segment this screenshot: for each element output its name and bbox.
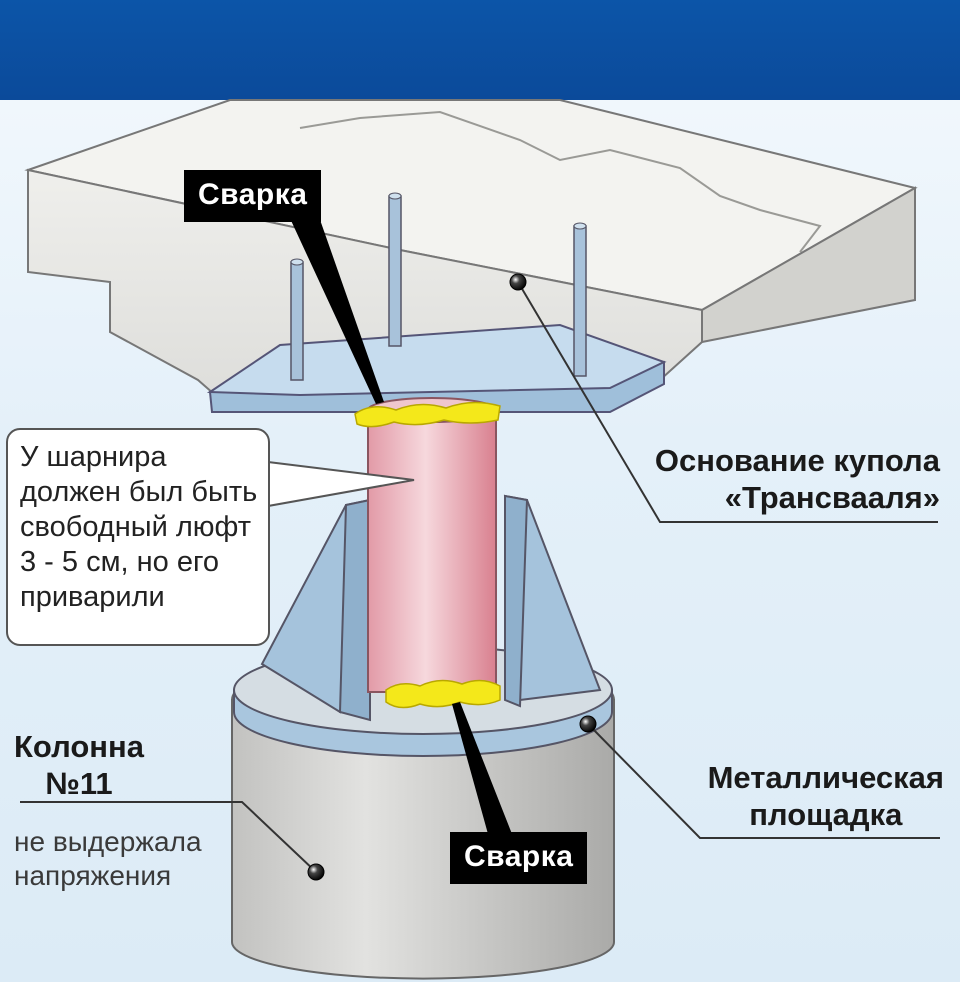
column-title: Колонна №11 bbox=[14, 729, 144, 802]
callout-line-4: 3 - 5 см, но его bbox=[20, 546, 220, 579]
anchor-rod bbox=[573, 225, 587, 377]
dome-base-leader bbox=[517, 281, 938, 523]
fin-right-edge bbox=[504, 494, 529, 708]
top-bar bbox=[0, 0, 960, 100]
gusset-fins bbox=[260, 494, 602, 722]
dome-base-marker-dot bbox=[509, 273, 527, 291]
weld-top-tag: Сварка bbox=[184, 170, 322, 222]
dome-base-label-line2: «Трансвааля» bbox=[724, 479, 940, 515]
metal-platform-marker-dot bbox=[579, 715, 597, 733]
metal-platform-label: Металлическая площадка bbox=[708, 760, 944, 833]
anchor-rod bbox=[388, 195, 402, 347]
fin-left-edge bbox=[338, 498, 371, 722]
column-note: не выдержала напряжения bbox=[14, 825, 202, 892]
anchor-rods bbox=[290, 192, 587, 381]
weld-top-pointer bbox=[288, 214, 384, 404]
callout-line-5: приварили bbox=[20, 581, 165, 614]
anchor-rod bbox=[290, 261, 304, 381]
leader-lines bbox=[20, 214, 940, 873]
hinge-callout: У шарнира должен был быть свободный люфт… bbox=[6, 428, 270, 646]
weld-bottom-pointer bbox=[452, 702, 512, 834]
column-note-line2: напряжения bbox=[14, 859, 172, 891]
slab-side-face bbox=[701, 186, 916, 344]
callout-line-3: свободный люфт bbox=[20, 511, 252, 544]
metal-platform-label-line1: Металлическая bbox=[707, 760, 944, 795]
weld-bottom-seam bbox=[385, 679, 501, 709]
callout-line-2: должен был быть bbox=[20, 476, 258, 509]
metal-platform-leader bbox=[587, 723, 940, 839]
callout-line-1: У шарнира bbox=[20, 441, 167, 473]
slab-broken-edge bbox=[299, 110, 822, 253]
weld-bottom-tag: Сварка bbox=[450, 832, 588, 884]
hinge-pipe bbox=[367, 397, 497, 693]
weld-top-seam bbox=[354, 401, 501, 428]
dome-base-label-line1: Основание купола bbox=[654, 443, 940, 478]
column-title-line2: №11 bbox=[45, 765, 113, 801]
column-marker-dot bbox=[307, 863, 325, 881]
column-note-line1: не выдержала bbox=[14, 826, 202, 857]
column-title-line1: Колонна bbox=[14, 729, 144, 764]
anchor-plate bbox=[206, 323, 667, 413]
column-leader bbox=[20, 801, 317, 873]
dome-base-label: Основание купола «Трансвааля» bbox=[655, 443, 940, 516]
metal-platform-label-line2: площадка bbox=[749, 796, 903, 832]
